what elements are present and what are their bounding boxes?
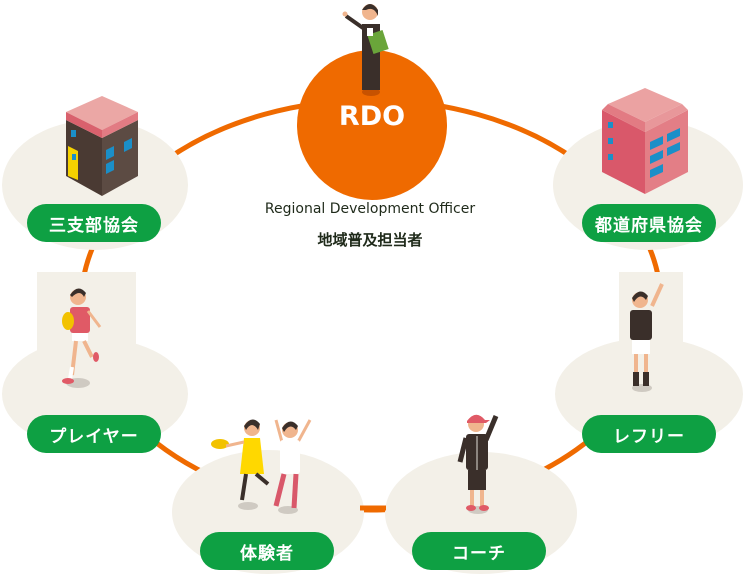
node-prefectural-association[interactable]: 都道府県協会 [582, 204, 716, 242]
rdo-label: RDO [338, 101, 406, 132]
rdo-officer-icon [342, 4, 389, 96]
node-coach[interactable]: コーチ [412, 532, 546, 570]
node-player[interactable]: プレイヤー [27, 415, 161, 453]
rdo-subtitle-ja: 地域普及担当者 [317, 231, 423, 249]
node-referee[interactable]: レフリー [582, 415, 716, 453]
node-branch-association[interactable]: 三支部協会 [27, 204, 161, 242]
referee-whistle-icon [630, 283, 664, 392]
rdo-subtitle-en: Regional Development Officer [264, 201, 476, 217]
beginners-playing-icon [211, 419, 312, 514]
coach-waving-icon [457, 414, 499, 514]
running-player-icon [62, 288, 102, 388]
office-building-icon [602, 88, 688, 194]
small-building-icon [66, 96, 138, 196]
node-experience[interactable]: 体験者 [200, 532, 334, 570]
